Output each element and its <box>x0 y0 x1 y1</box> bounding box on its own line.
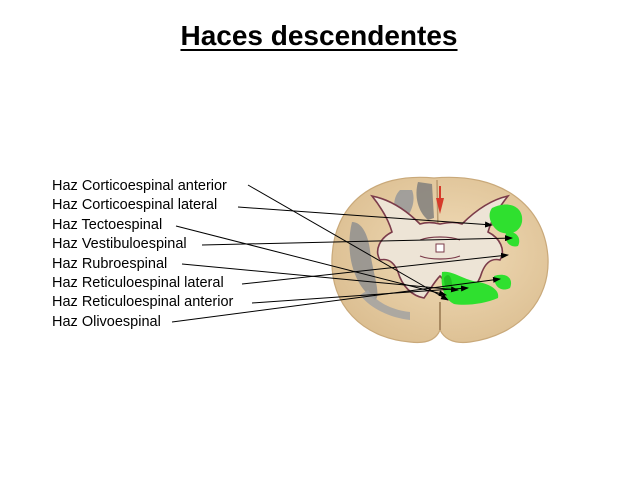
dorsal-column-left <box>416 182 434 220</box>
leader-line-tectoespinal <box>175 225 447 297</box>
label-vestibuloespinal: Haz Vestibuloespinal <box>52 236 187 253</box>
leader-line-corticoespinal-lateral <box>237 206 493 228</box>
leader-line-olivoespinal <box>171 276 501 323</box>
label-corticoespinal-lateral: Haz Corticoespinal lateral <box>52 197 218 214</box>
label-olivoespinal: Haz Olivoespinal <box>52 313 161 330</box>
left-gray-tract-lower <box>360 290 410 320</box>
leader-line-reticuloespinal-lateral <box>241 252 509 285</box>
red-dorsal-tract <box>436 198 444 214</box>
label-reticuloespinal-lateral: Haz Reticuloespinal lateral <box>52 274 224 291</box>
leader-line-reticuloespinal-anterior <box>251 285 469 304</box>
label-rubroespinal: Haz Rubroespinal <box>52 255 168 272</box>
tract-anterior-cluster <box>441 271 499 305</box>
leader-line-rubroespinal <box>181 263 459 293</box>
label-corticoespinal-anterior: Haz Corticoespinal anterior <box>52 178 227 194</box>
central-canal <box>435 243 445 253</box>
posterior-median-septum <box>436 179 439 231</box>
leader-line-vestibuloespinal <box>201 235 513 246</box>
tract-label-list: Haz Corticoespinal anterior Haz Corticoe… <box>52 177 233 332</box>
page-title: Haces descendentes <box>180 20 458 51</box>
leader-line-corticoespinal-anterior <box>247 184 449 301</box>
leader-lines <box>171 184 513 323</box>
label-tectoespinal: Haz Tectoespinal <box>52 216 163 233</box>
tract-lateral-corticospinal <box>489 204 523 234</box>
label-reticuloespinal-anterior: Haz Reticuloespinal anterior <box>52 294 234 311</box>
